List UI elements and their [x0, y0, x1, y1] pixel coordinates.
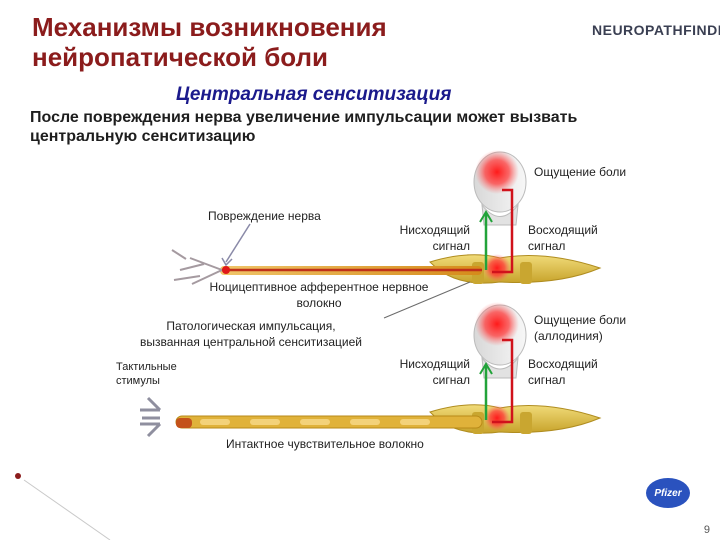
label-pain-bottom: Ощущение боли (аллодиния)	[534, 312, 626, 344]
label-descending-top-line1: Нисходящий	[399, 223, 470, 237]
ascending-arrow-bottom	[492, 338, 514, 424]
label-nociceptive-fiber: Ноцицептивное афферентное нервное волокн…	[186, 279, 452, 311]
head-bottom	[473, 302, 527, 379]
tactile-stimuli-icon	[140, 396, 162, 438]
decor-dot	[15, 473, 21, 479]
label-descending-bottom-line2: сигнал	[432, 373, 470, 387]
label-pathological-line1: Патологическая импульсация,	[166, 319, 336, 333]
label-tactile-line2: стимулы	[116, 375, 160, 387]
brain-pain-glow-bottom	[475, 302, 519, 346]
dorsal-horn-glow-bottom	[484, 405, 510, 431]
page-number: 9	[703, 524, 710, 536]
decor-line	[23, 479, 111, 540]
label-pain-bottom-line2: (аллодиния)	[534, 329, 603, 343]
dorsal-horn-glow-top	[483, 254, 511, 282]
label-ascending-top: Восходящий сигнал	[528, 222, 598, 254]
label-pathological-line2: вызванная центральной сенситизацией	[140, 335, 362, 349]
title-line-1: Механизмы возникновения	[32, 12, 387, 42]
intact-fiber	[175, 415, 483, 429]
label-descending-top-line2: сигнал	[432, 239, 470, 253]
label-pain-bottom-line1: Ощущение боли	[534, 313, 627, 327]
label-ascending-bottom-line2: сигнал	[528, 373, 566, 387]
label-ascending-bottom: Восходящий сигнал	[528, 356, 598, 388]
label-nociceptive-line2: волокно	[296, 296, 342, 310]
brain-pain-glow-top	[475, 150, 519, 194]
ascending-arrow-top	[492, 188, 514, 274]
lead-text: После повреждения нерва увеличение импул…	[30, 109, 578, 145]
label-intact-fiber: Интактное чувствительное волокно	[226, 437, 424, 451]
label-nociceptive-line1: Ноцицептивное афферентное нервное	[209, 280, 429, 294]
label-ascending-bottom-line1: Восходящий	[528, 357, 598, 371]
nerve-damage-pointer	[225, 223, 251, 263]
page-title: Механизмы возникновения нейропатической …	[32, 12, 492, 72]
title-line-2: нейропатической боли	[32, 42, 329, 72]
subtitle: Центральная сенситизация	[176, 84, 452, 105]
pfizer-logo: Pfizer	[646, 478, 690, 508]
neuropathfinder-logo: NEUROPATHFINDER	[592, 22, 720, 38]
label-nerve-damage: Повреждение нерва	[208, 209, 321, 223]
label-descending-bottom: Нисходящий сигнал	[378, 356, 470, 388]
label-ascending-top-line2: сигнал	[528, 239, 566, 253]
label-descending-bottom-line1: Нисходящий	[399, 357, 470, 371]
head-top	[473, 150, 527, 226]
label-ascending-top-line1: Восходящий	[528, 223, 598, 237]
nerve-damage-spot	[222, 266, 230, 274]
label-pathological: Патологическая импульсация, вызванная це…	[112, 318, 390, 350]
label-pain-top: Ощущение боли	[534, 165, 627, 179]
label-tactile-line1: Тактильные	[116, 361, 177, 373]
label-tactile: Тактильные стимулы	[116, 360, 177, 388]
nociceptive-fiber	[171, 249, 482, 285]
label-descending-top: Нисходящий сигнал	[378, 222, 470, 254]
pathological-pointer	[383, 281, 471, 319]
